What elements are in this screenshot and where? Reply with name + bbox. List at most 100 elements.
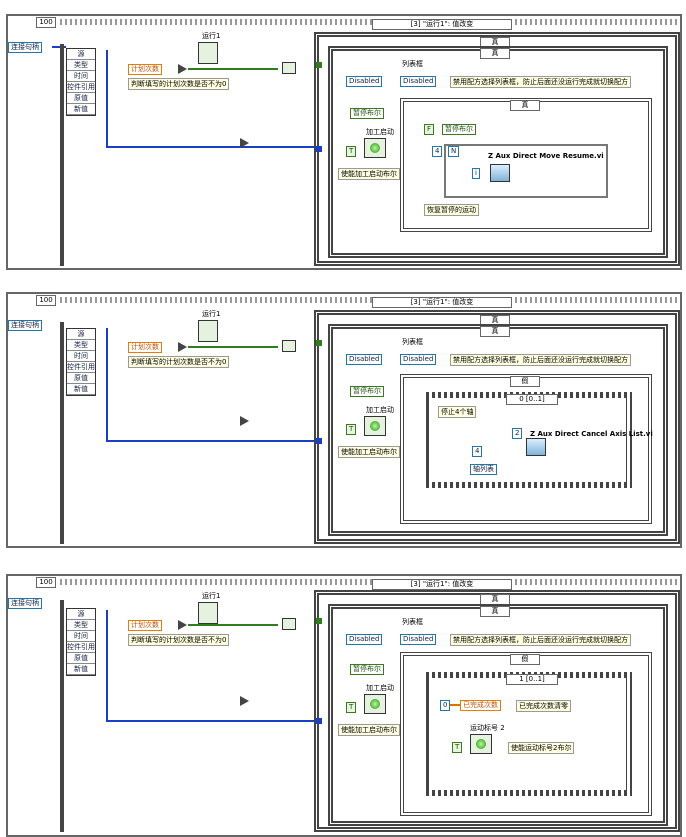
connection-handle-control[interactable]: 连接句柄 bbox=[8, 320, 42, 331]
const-2: 2 bbox=[512, 428, 523, 439]
pause-bool-local[interactable]: 暂停布尔 bbox=[350, 386, 384, 397]
event-data-node: 源 类型 时间 控件引用 原值 新值 bbox=[66, 608, 96, 676]
event-field-newval: 新值 bbox=[67, 104, 95, 115]
loop-top-hatch bbox=[60, 297, 680, 303]
n-const-4: 4 bbox=[432, 146, 443, 157]
plan-count-control[interactable]: 计划次数 bbox=[128, 620, 162, 631]
list-box-label: 列表框 bbox=[402, 60, 423, 68]
event-field-oldval: 原值 bbox=[67, 93, 95, 104]
start-true-const: T bbox=[346, 146, 357, 157]
run1-button-terminal bbox=[198, 602, 218, 624]
event-field-newval: 新值 bbox=[67, 384, 95, 395]
event-field-oldval: 原值 bbox=[67, 653, 95, 664]
handle-wire-across bbox=[106, 146, 318, 148]
false-constant: F bbox=[424, 124, 435, 135]
event-data-node: 源 类型 时间 控件引用 原值 新值 bbox=[66, 328, 96, 396]
inner-false-selector[interactable]: 假 bbox=[510, 376, 540, 387]
handle-wire-down bbox=[106, 610, 108, 720]
event-field-ctlref: 控件引用 bbox=[67, 643, 95, 653]
case-true-selector-2[interactable]: 真 bbox=[480, 606, 510, 617]
start-label: 加工启动 bbox=[366, 406, 394, 414]
case-structure-outer bbox=[314, 590, 680, 832]
diagram-panel-2: 100 [3] "运行1": 值改变 连接句柄 源 类型 时间 控件引用 原值 … bbox=[0, 278, 686, 548]
and-gate bbox=[282, 340, 296, 352]
start-led bbox=[364, 694, 386, 714]
motion-enable-comment: 使能运动标号2布尔 bbox=[508, 742, 575, 754]
handle-wire-across bbox=[106, 720, 318, 722]
disable-list-comment: 禁用配方选择列表框，防止后面还没运行完成就切换配方 bbox=[450, 76, 631, 88]
event-field-ctlref: 控件引用 bbox=[67, 363, 95, 373]
event-field-source: 源 bbox=[67, 49, 95, 60]
sequence-frame-selector[interactable]: 1 [0..1] bbox=[506, 674, 558, 685]
disable-list-comment: 禁用配方选择列表框，防止后面还没运行完成就切换配方 bbox=[450, 354, 631, 366]
loop-count-n: N bbox=[448, 146, 460, 157]
sequence-frame-selector[interactable]: 0 [0..1] bbox=[506, 394, 558, 405]
run1-label: 运行1 bbox=[202, 32, 221, 40]
handle-wire-down bbox=[106, 328, 108, 440]
disabled-enum-constant[interactable]: Disabled bbox=[346, 634, 383, 645]
outer-while-loop bbox=[6, 292, 682, 548]
case-structure-outer bbox=[314, 310, 680, 544]
plan-count-comment: 判断填写的计划次数是否不为0 bbox=[128, 634, 230, 646]
and-gate bbox=[282, 62, 296, 74]
connection-handle-control[interactable]: 连接句柄 bbox=[8, 598, 42, 609]
pause-bool-local[interactable]: 暂停布尔 bbox=[350, 664, 384, 675]
motion-true-const: T bbox=[452, 742, 463, 753]
plan-count-comment: 判断填写的计划次数是否不为0 bbox=[128, 356, 230, 368]
start-true-const: T bbox=[346, 424, 357, 435]
tunnel-2 bbox=[316, 340, 322, 346]
disable-list-comment: 禁用配方选择列表框，防止后面还没运行完成就切换配方 bbox=[450, 634, 631, 646]
plan-count-control[interactable]: 计划次数 bbox=[128, 342, 162, 353]
event-field-oldval: 原值 bbox=[67, 373, 95, 384]
not-equal-zero-op bbox=[178, 64, 187, 74]
run1-button-terminal bbox=[198, 42, 218, 64]
tunnel-1 bbox=[316, 438, 322, 444]
disabled-enum-constant[interactable]: Disabled bbox=[346, 354, 383, 365]
plan-count-comment: 判断填写的计划次数是否不为0 bbox=[128, 78, 230, 90]
handle-wire bbox=[52, 46, 66, 48]
start-label: 加工启动 bbox=[366, 684, 394, 692]
and-gate bbox=[282, 618, 296, 630]
motion-flag-label: 运动标号 2 bbox=[470, 724, 505, 732]
event-structure-border bbox=[60, 322, 64, 544]
disabled-enum-constant[interactable]: Disabled bbox=[346, 76, 383, 87]
case-selector-label[interactable]: [3] "运行1": 值改变 bbox=[372, 579, 512, 590]
resume-vi-icon[interactable] bbox=[490, 164, 510, 182]
run1-button-terminal bbox=[198, 320, 218, 342]
start-true-const: T bbox=[346, 702, 357, 713]
event-field-ctlref: 控件引用 bbox=[67, 83, 95, 93]
start-led bbox=[364, 416, 386, 436]
case-true-selector-2[interactable]: 真 bbox=[480, 48, 510, 59]
tunnel-1 bbox=[316, 146, 322, 152]
connection-handle-control[interactable]: 连接句柄 bbox=[8, 42, 42, 53]
pause-bool-write[interactable]: 暂停布尔 bbox=[442, 124, 476, 135]
disabled-property-node: Disabled bbox=[400, 354, 437, 365]
inner-true-selector[interactable]: 真 bbox=[510, 100, 540, 111]
axis-list-control[interactable]: 轴列表 bbox=[470, 464, 497, 475]
event-field-type: 类型 bbox=[67, 60, 95, 71]
not-equal-zero-op bbox=[178, 342, 187, 352]
completed-count-local[interactable]: 已完成次数 bbox=[460, 700, 501, 711]
pause-bool-local[interactable]: 暂停布尔 bbox=[350, 108, 384, 119]
numeric-constant-100: 100 bbox=[36, 295, 56, 306]
case-true-selector-2[interactable]: 真 bbox=[480, 326, 510, 337]
cancel-vi-icon[interactable] bbox=[526, 438, 546, 456]
reset-count-comment: 已完成次数清零 bbox=[516, 700, 571, 712]
event-field-source: 源 bbox=[67, 329, 95, 340]
event-field-source: 源 bbox=[67, 609, 95, 620]
start-enable-comment: 使能加工启动布尔 bbox=[338, 168, 400, 180]
event-field-type: 类型 bbox=[67, 340, 95, 351]
list-box-label: 列表框 bbox=[402, 338, 423, 346]
inner-false-selector[interactable]: 假 bbox=[510, 654, 540, 665]
case-selector-label[interactable]: [3] "运行1": 值改变 bbox=[372, 19, 512, 30]
handle-wire-down bbox=[106, 50, 108, 146]
event-field-time: 时间 bbox=[67, 631, 95, 642]
start-label: 加工启动 bbox=[366, 128, 394, 136]
case-selector-label[interactable]: [3] "运行1": 值改变 bbox=[372, 297, 512, 308]
plan-count-control[interactable]: 计划次数 bbox=[128, 64, 162, 75]
ref-op bbox=[240, 138, 249, 148]
event-field-time: 时间 bbox=[67, 351, 95, 362]
ref-op bbox=[240, 696, 249, 706]
start-enable-comment: 使能加工启动布尔 bbox=[338, 446, 400, 458]
numeric-constant-100: 100 bbox=[36, 577, 56, 588]
